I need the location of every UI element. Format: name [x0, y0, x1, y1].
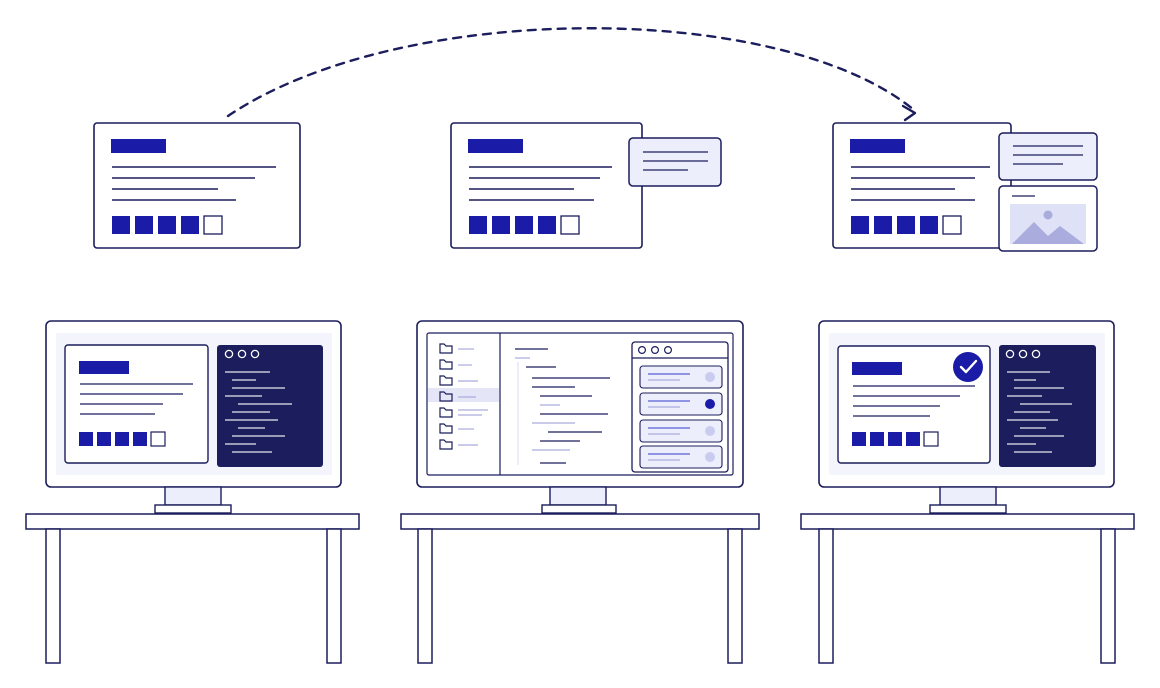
code-editor-panel	[217, 345, 323, 467]
folder-icon	[439, 343, 453, 450]
image-placeholder-icon	[1010, 204, 1086, 244]
rating-squares	[852, 431, 939, 447]
code-area	[515, 348, 610, 465]
app-preview-panel	[837, 345, 991, 464]
check-badge-icon	[953, 352, 983, 382]
dashed-transition-arrow	[226, 27, 917, 122]
rating-squares	[851, 215, 962, 235]
list-item-selected	[639, 392, 723, 416]
card-title-bar	[111, 139, 166, 153]
three-dot-window-controls-icon	[1005, 349, 1041, 359]
preview-window	[631, 341, 729, 473]
rating-squares	[112, 215, 223, 235]
code-editor-panel	[999, 345, 1096, 467]
app-preview-panel	[64, 344, 209, 464]
popover-panel	[628, 137, 722, 187]
stage-2-workstation	[400, 320, 760, 664]
file-tree-sidebar	[428, 333, 501, 475]
image-panel	[998, 185, 1098, 252]
stage-3-card	[832, 122, 1098, 252]
stage-2-card	[450, 122, 722, 249]
card-title-bar	[468, 139, 523, 153]
stage-1-card	[93, 122, 301, 249]
list-item	[639, 445, 723, 469]
rating-squares	[79, 431, 166, 447]
three-dot-window-controls-icon	[637, 346, 672, 355]
stage-1-workstation	[25, 320, 360, 664]
three-dot-window-controls-icon	[224, 349, 260, 359]
list-item	[639, 419, 723, 443]
stage-3-workstation	[800, 320, 1135, 664]
list-item	[639, 365, 723, 389]
card-title-bar	[850, 139, 905, 153]
rating-squares	[469, 215, 580, 235]
popover-panel	[998, 132, 1098, 181]
